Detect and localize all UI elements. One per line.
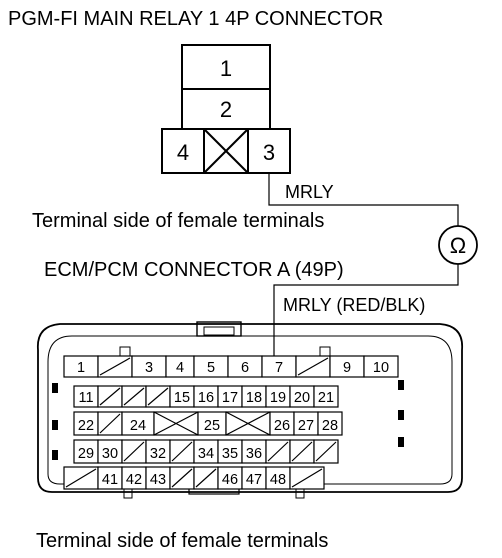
ecm-pin-label: 26	[274, 418, 290, 434]
ecm-pin-label: 9	[343, 360, 351, 376]
ecm-pin-label: 7	[275, 360, 283, 376]
ecm-empty-pin-slash	[291, 441, 313, 462]
ecm-empty-pin-slash	[65, 468, 97, 488]
ecm-pin-cell	[313, 385, 339, 408]
ohmmeter-icon	[438, 225, 478, 265]
ecm-empty-pin-slash	[297, 357, 329, 376]
ecm-empty-pin-slash	[291, 468, 323, 488]
ecm-empty-pin-slash	[123, 387, 145, 406]
relay-pin-label-1: 1	[220, 56, 232, 81]
ecm-empty-pin-slash	[195, 468, 217, 488]
ecm-connector-title: ECM/PCM CONNECTOR A (49P)	[44, 259, 344, 281]
relay-pin-label-4: 4	[177, 140, 189, 165]
relay-terminal-caption: Terminal side of female terminals	[32, 210, 324, 232]
ecm-empty-pin-slash	[147, 387, 169, 406]
relay-pin-label-3: 3	[263, 140, 275, 165]
ecm-blank-cross	[225, 411, 271, 436]
ecm-pin-label: 16	[198, 390, 214, 406]
ecm-pin-label: 11	[78, 390, 93, 406]
ecm-pin-label: 22	[78, 418, 94, 434]
ecm-empty-pin-slash	[99, 387, 121, 406]
ecm-pin-label: 28	[322, 418, 338, 434]
ecm-pin-label: 1	[77, 360, 85, 376]
relay-connector	[161, 44, 291, 174]
ecm-pin-label: 35	[222, 446, 238, 462]
ecm-empty-pin-slash	[99, 413, 121, 434]
ecm-pin-label: 27	[298, 418, 314, 434]
ecm-pin-label: 48	[270, 472, 286, 488]
ecm-empty-pin-slash	[171, 441, 193, 462]
ecm-pin-label: 43	[150, 472, 166, 488]
ecm-pin-label: 6	[241, 360, 249, 376]
ohm-symbol: Ω	[450, 233, 466, 258]
relay-bottom-row	[161, 128, 291, 174]
ecm-empty-pin-slash	[99, 357, 131, 376]
ecm-empty-pin-slash	[171, 468, 193, 488]
ecm-pin-label: 32	[150, 446, 166, 462]
ecm-pin-label: 21	[318, 390, 334, 406]
ecm-pin-label: 3	[145, 360, 153, 376]
ecm-pin-label: 24	[130, 418, 146, 434]
ecm-terminal-caption: Terminal side of female terminals	[36, 530, 328, 552]
ecm-pin-label: 36	[246, 446, 262, 462]
ecm-pin-label: 46	[222, 472, 238, 488]
relay-connector-title: PGM-FI MAIN RELAY 1 4P CONNECTOR	[8, 8, 383, 30]
ecm-pin-label: 30	[102, 446, 118, 462]
ecm-pin-cell	[317, 411, 343, 436]
ecm-pin-label: 4	[176, 360, 184, 376]
ecm-pin-label: 29	[78, 446, 94, 462]
ecm-pin-label: 41	[102, 472, 118, 488]
ecm-pin-cell	[363, 355, 399, 378]
ecm-pin-label: 42	[126, 472, 142, 488]
ecm-pin-label: 15	[174, 390, 190, 406]
ecm-pin-label: 18	[246, 390, 262, 406]
ecm-pin-label: 25	[204, 418, 220, 434]
ecm-pin-label: 10	[373, 360, 389, 376]
ecm-pin-label: 34	[198, 446, 214, 462]
ecm-latch-marks	[52, 380, 404, 460]
test-wire-lower	[273, 264, 459, 356]
ecm-blank-cross	[153, 411, 199, 436]
ecm-pin-label: 19	[270, 390, 286, 406]
ecm-empty-pin-slash	[315, 441, 337, 462]
ecm-empty-pin-slash	[123, 441, 145, 462]
ecm-pin-label: 5	[207, 360, 215, 376]
ecm-pin-label: 47	[246, 472, 262, 488]
ecm-pin-label: 20	[294, 390, 310, 406]
ecm-empty-pin-slash	[267, 441, 289, 462]
test-wire-upper	[268, 173, 459, 226]
ecm-pin-label: 17	[222, 390, 238, 406]
wire-label-mrly: MRLY	[285, 182, 334, 202]
relay-pin-label-2: 2	[220, 97, 232, 122]
wire-label-mrly-red-blk: MRLY (RED/BLK)	[283, 295, 425, 315]
